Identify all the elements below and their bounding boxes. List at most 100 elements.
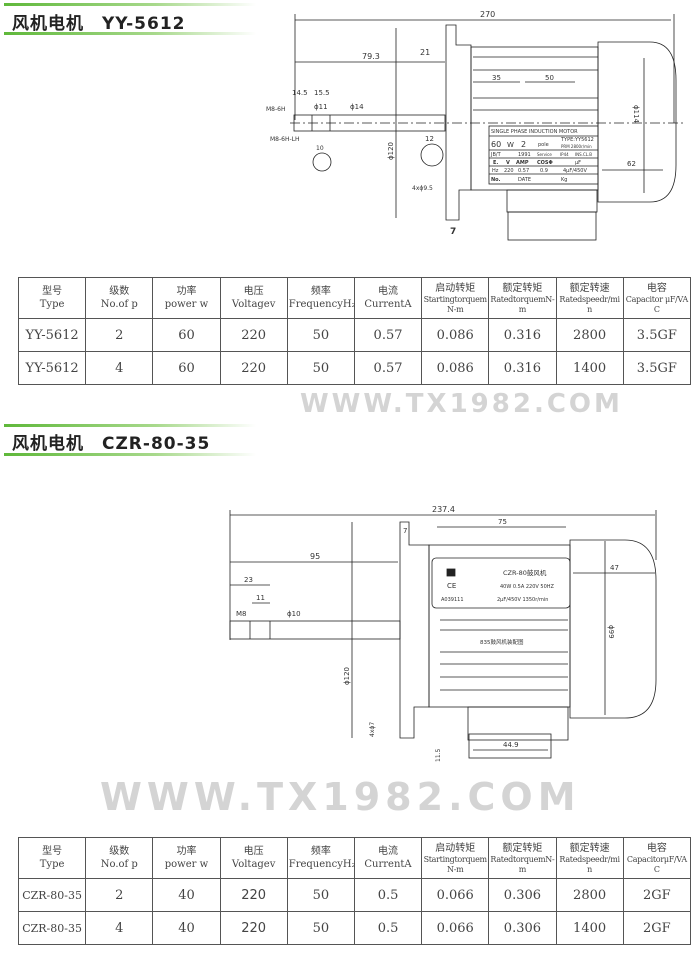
np-date: DATE bbox=[518, 177, 531, 183]
np-cap: 4μF/450V bbox=[563, 168, 587, 174]
dim-50: 50 bbox=[545, 74, 554, 82]
dim-m8lh: M8-6H-LH bbox=[270, 136, 300, 143]
np-e: E. bbox=[493, 160, 498, 166]
cell: 220 bbox=[219, 878, 288, 912]
dim-phi14: ϕ14 bbox=[350, 103, 364, 111]
np-prm: PRM 2800r/min bbox=[561, 144, 592, 149]
title-rule-bottom bbox=[4, 32, 256, 35]
shaft bbox=[229, 620, 401, 640]
dim-phi120: ϕ120 bbox=[387, 142, 395, 160]
terminal-box bbox=[468, 733, 552, 759]
np-hz: Hz bbox=[492, 168, 499, 174]
np-pole-count: 2 bbox=[521, 140, 526, 149]
dim-44-9: 44.9 bbox=[503, 741, 519, 749]
cert-mark: CE bbox=[447, 582, 456, 590]
flange bbox=[399, 521, 430, 739]
brand-logo-icon bbox=[446, 568, 456, 577]
np-cosval: 0.9 bbox=[540, 168, 548, 174]
np-w: W bbox=[507, 141, 514, 149]
cell: 0.5 bbox=[353, 911, 423, 945]
dim-7: 7 bbox=[403, 527, 407, 535]
cell: 40 bbox=[152, 878, 221, 912]
cell: 60 bbox=[152, 351, 221, 385]
np-kg: Kg bbox=[561, 177, 567, 183]
dim-7: 7 bbox=[450, 227, 456, 237]
dim-47: 47 bbox=[610, 564, 619, 572]
cell: 2GF bbox=[622, 911, 692, 945]
watermark: WWW.TX1982.COM bbox=[100, 775, 581, 819]
key-section-2 bbox=[420, 143, 444, 167]
np-ins: INS.CL.B bbox=[575, 152, 592, 157]
key-section-1 bbox=[312, 152, 332, 172]
cell: 0.306 bbox=[488, 878, 557, 912]
cell: YY-5612 bbox=[17, 351, 87, 385]
dim-phi11: ϕ11 bbox=[314, 103, 328, 111]
dim-23: 23 bbox=[244, 576, 253, 584]
dim-m8: M8-6H bbox=[266, 106, 286, 113]
cell: 50 bbox=[286, 351, 355, 385]
np-volt: 220 bbox=[504, 168, 514, 174]
cell: 50 bbox=[286, 878, 355, 912]
drawing-czr8035: 237.4 95 23 11 M8 ϕ10 CE A039111 CZR-80鼓… bbox=[229, 505, 657, 762]
np-cap: 2μF/450V 1350r/min bbox=[497, 597, 548, 603]
dim-phi10: ϕ10 bbox=[287, 610, 301, 618]
nameplate bbox=[488, 125, 599, 185]
dim-15-5: 15.5 bbox=[314, 89, 330, 97]
dim-62: 62 bbox=[627, 160, 636, 168]
cell: CZR-80-35 bbox=[17, 878, 87, 912]
cell: 60 bbox=[152, 318, 221, 352]
drawing-caption: 835鼓风机装配图 bbox=[480, 638, 524, 646]
dim-phi114: ϕ114 bbox=[632, 105, 640, 124]
cell: 0.5 bbox=[353, 878, 423, 912]
dim-11: 11 bbox=[256, 594, 265, 602]
section-title-czr8035: 风机电机 CZR-80-35 bbox=[12, 434, 211, 454]
np-ip: IP44 bbox=[560, 152, 569, 157]
cell: 40 bbox=[152, 911, 221, 945]
cell: 0.306 bbox=[488, 911, 557, 945]
end-cap bbox=[597, 41, 677, 203]
dim-overall: 237.4 bbox=[432, 505, 455, 514]
cell: CZR-80-35 bbox=[17, 911, 87, 945]
dim-overall: 270 bbox=[480, 10, 495, 19]
np-uf: μF bbox=[575, 160, 581, 166]
dim-35: 35 bbox=[492, 74, 501, 82]
np-jbt: JB/T bbox=[490, 152, 502, 158]
cell: 3.5GF bbox=[622, 351, 692, 385]
np-type: TYPE:YY5612 bbox=[560, 137, 594, 143]
np-no: No. bbox=[491, 177, 501, 183]
cell: 0.066 bbox=[421, 878, 490, 912]
dim-holes: 4xϕ9.5 bbox=[412, 185, 433, 192]
np-spec: 40W 0.5A 220V 50HZ bbox=[500, 584, 555, 590]
cell: 0.066 bbox=[421, 911, 490, 945]
cell: 4 bbox=[85, 911, 154, 945]
np-cos: COSΦ bbox=[537, 160, 553, 166]
np-pole: pole bbox=[538, 142, 549, 148]
dim-21: 21 bbox=[420, 48, 430, 57]
np-amp: AMP bbox=[516, 160, 529, 166]
np-year: 1991 bbox=[518, 152, 531, 158]
dim-phi120: ϕ120 bbox=[343, 667, 351, 685]
np-current: 0.57 bbox=[518, 168, 529, 174]
title-rule-top bbox=[4, 3, 256, 6]
